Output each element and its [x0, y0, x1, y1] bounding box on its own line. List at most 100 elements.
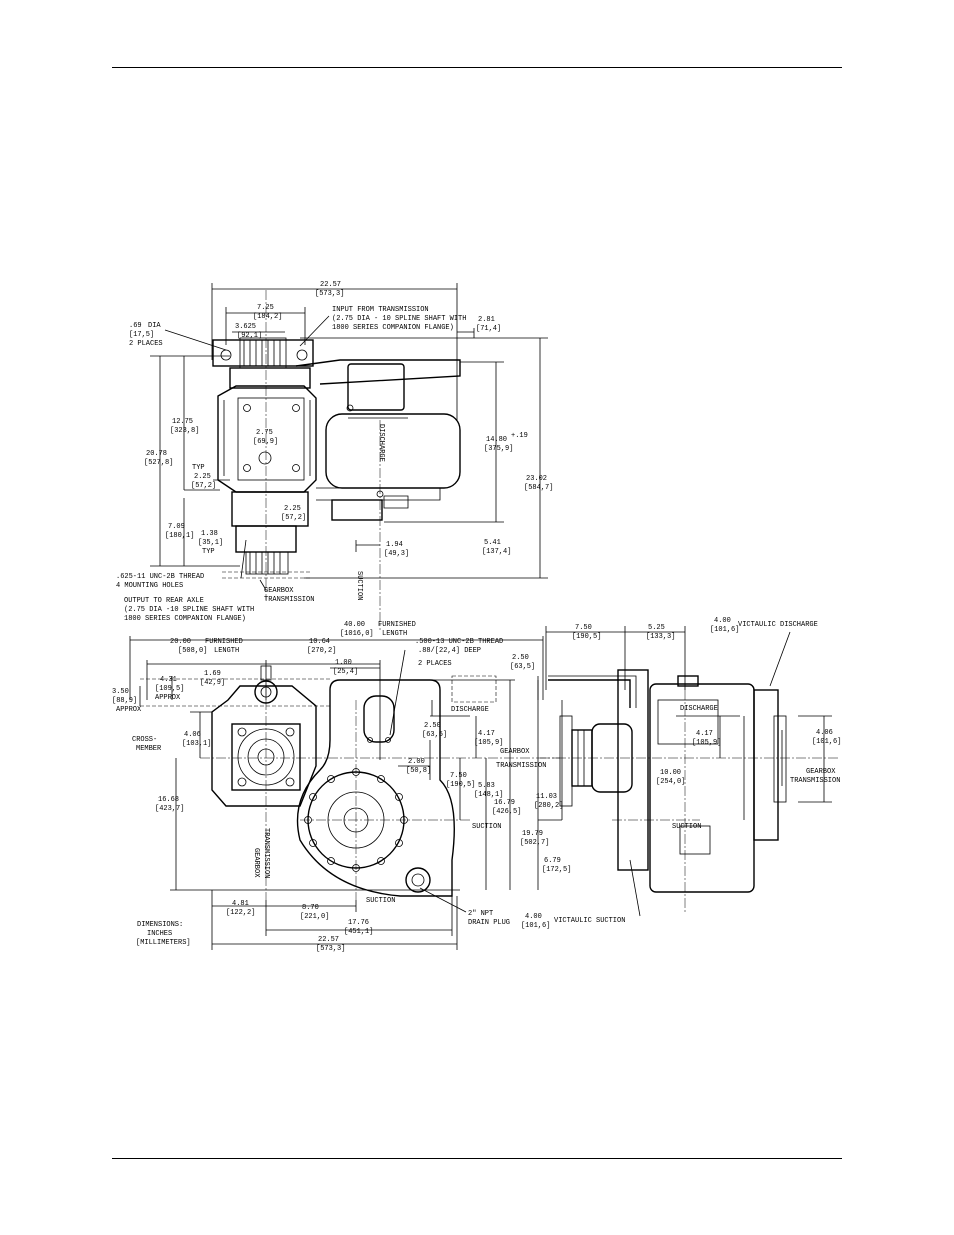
hole-dia-unit: DIA	[148, 322, 161, 330]
dim-225-mm: [57,2]	[191, 482, 216, 490]
dim-406: 4.06	[184, 731, 201, 739]
input-note-1: INPUT FROM TRANSMISSION	[332, 306, 429, 314]
dim-1000-mm: [254,0]	[656, 778, 685, 786]
approx-label: APPROX	[155, 694, 181, 702]
dim-1000: 10.00	[660, 769, 681, 777]
npt-note-2: DRAIN PLUG	[468, 919, 510, 927]
dim-overall-width-top: 22.57	[320, 281, 341, 289]
transmission-label: TRANSMISSION	[264, 596, 314, 604]
dimensions-unit-note-3: [MILLIMETERS]	[136, 939, 191, 947]
dim-1275: 12.75	[172, 418, 193, 426]
dim-406r: 4.06	[816, 729, 833, 737]
dim-583: 5.83	[478, 782, 495, 790]
output-note-3: 1800 SERIES COMPANION FLANGE)	[124, 615, 246, 623]
thread-note-3: .500-13 UNC-2B THREAD	[415, 638, 503, 646]
dim-225: 2.25	[194, 473, 211, 481]
dim-750-top-mm: [190,5]	[572, 633, 601, 641]
dim-4000: 40.00	[344, 621, 365, 629]
dim-679: 6.79	[544, 857, 561, 865]
dim-200-mm: [50,8]	[406, 767, 431, 775]
dim-100: 1.00	[335, 659, 352, 667]
transmission-label-vertical: TRANSMISSION	[262, 828, 270, 878]
dim-1979: 19.79	[522, 830, 543, 838]
input-note-3: 1800 SERIES COMPANION FLANGE)	[332, 324, 454, 332]
dim-flange-width-mm: [184,2]	[253, 313, 282, 321]
dim-417r-mm: [105,9]	[692, 739, 721, 747]
dim-2302-mm: [584,7]	[524, 484, 553, 492]
dim-709: 7.09	[168, 523, 185, 531]
dim-100-mm: [25,4]	[333, 668, 358, 676]
dimension-labels: 22.57 [573,3] 7.25 [184,2] 3.625 [92,1] …	[112, 281, 841, 953]
dim-2000-mm: [508,0]	[178, 647, 207, 655]
length-label: LENGTH	[382, 630, 407, 638]
dim-350: 3.50	[112, 688, 129, 696]
furnished-label-2: FURNISHED	[205, 638, 243, 646]
dim-709-mm: [180,1]	[165, 532, 194, 540]
npt-note-1: 2" NPT	[468, 910, 493, 918]
dim-417r: 4.17	[696, 730, 713, 738]
dim-1275-mm: [323,8]	[170, 427, 199, 435]
suction-label-vertical: SUCTION	[355, 571, 363, 600]
victaulic-discharge-label: VICTAULIC DISCHARGE	[738, 621, 818, 629]
thread-note-5: 2 PLACES	[418, 660, 452, 668]
dim-1679: 16.79	[494, 799, 515, 807]
dim-525: 5.25	[648, 624, 665, 632]
dim-431-mm: [109,5]	[155, 685, 184, 693]
transmission-label-side: TRANSMISSION	[790, 777, 840, 785]
typ-label: TYP	[192, 464, 205, 472]
victaulic-suction-label: VICTAULIC SUCTION	[554, 917, 625, 925]
dim-138-mm: [35,1]	[198, 539, 223, 547]
dim-750-top: 7.50	[575, 624, 592, 632]
thread-note-4: .88/[22,4] DEEP	[418, 647, 481, 655]
cross-member-1: CROSS-	[132, 736, 157, 744]
dim-225b: 2.25	[284, 505, 301, 513]
dim-1103: 11.03	[536, 793, 557, 801]
dim-400-bot: 4.00	[525, 913, 542, 921]
side-view	[540, 626, 840, 917]
dim-169: 1.69	[204, 670, 221, 678]
typ-label-2: TYP	[202, 548, 215, 556]
dim-1668-mm: [423,7]	[155, 805, 184, 813]
approx-label-2: APPROX	[116, 706, 142, 714]
dim-200: 2.00	[408, 758, 425, 766]
input-note-2: (2.75 DIA - 10 SPLINE SHAFT WITH	[332, 315, 466, 323]
dim-525-mm: [133,3]	[646, 633, 675, 641]
dim-1064-mm: [270,2]	[307, 647, 336, 655]
dim-1480: 14.80	[486, 436, 507, 444]
dim-750-mm: [190,5]	[446, 781, 475, 789]
dim-194: 1.94	[386, 541, 403, 549]
dim-2302: 23.02	[526, 475, 547, 483]
discharge-label-vertical: DISCHARGE	[377, 424, 385, 462]
dim-541: 5.41	[484, 539, 501, 547]
front-view	[129, 636, 563, 950]
suction-label-front: SUCTION	[472, 823, 501, 831]
dim-481-mm: [122,2]	[226, 909, 255, 917]
dim-400-top: 4.00	[714, 617, 731, 625]
dim-1480-tol: +.19	[511, 432, 528, 440]
gearbox-label: GEARBOX	[264, 587, 294, 595]
suction-label-bottom: SUCTION	[366, 897, 395, 905]
dim-1103-mm: [280,2]	[534, 802, 563, 810]
output-note-1: OUTPUT TO REAR AXLE	[124, 597, 204, 605]
dim-4000-mm: [1016,0]	[340, 630, 374, 638]
dim-overall-width-top-mm: [573,3]	[315, 290, 344, 298]
transmission-label-front: TRANSMISSION	[496, 762, 546, 770]
gearbox-label-vertical: GEARBOX	[252, 848, 260, 878]
dim-541-mm: [137,4]	[482, 548, 511, 556]
dim-250b-mm: [63,5]	[422, 731, 447, 739]
header-rule	[112, 67, 842, 68]
dim-275: 2.75	[256, 429, 273, 437]
discharge-label-side: DISCHARGE	[680, 705, 718, 713]
dim-2078-mm: [527,8]	[144, 459, 173, 467]
furnished-label: FURNISHED	[378, 621, 416, 629]
dim-2078: 20.78	[146, 450, 167, 458]
gearbox-label-front: GEARBOX	[500, 748, 530, 756]
dim-138: 1.38	[201, 530, 218, 538]
dim-1979-mm: [502,7]	[520, 839, 549, 847]
dim-bolt-circle-mm: [92,1]	[237, 332, 262, 340]
dim-2000: 20.00	[170, 638, 191, 646]
dim-1668: 16.68	[158, 796, 179, 804]
dim-offset: 2.81	[478, 316, 495, 324]
hole-dia-mm: [17,5]	[129, 331, 154, 339]
footer-rule	[112, 1158, 842, 1159]
